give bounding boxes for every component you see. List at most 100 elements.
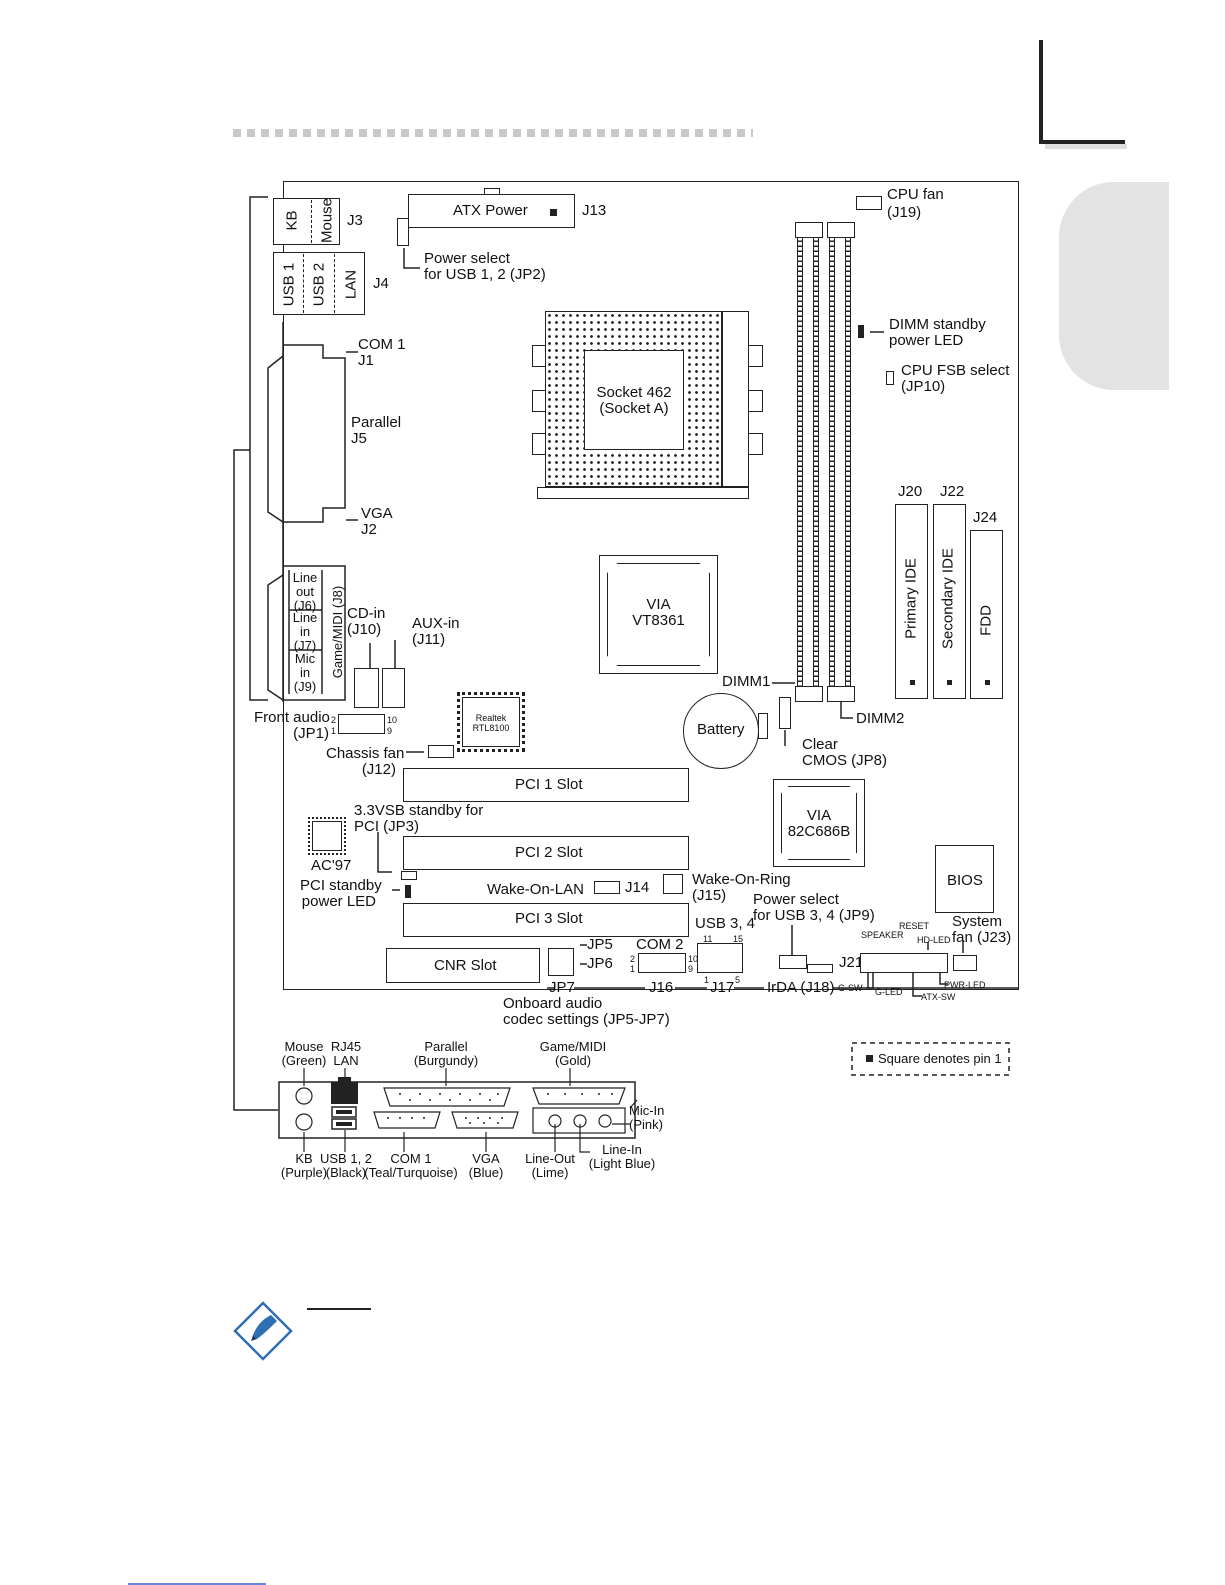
com2-pin2: 2 [630, 954, 636, 964]
dimm1-core [802, 236, 814, 688]
game-midi-j8-label: Game/MIDI (J8) [330, 585, 345, 679]
cpu-socket [545, 311, 722, 487]
io-parallel-label: Parallel(Burgundy) [413, 1039, 479, 1068]
jp8-jumper [779, 697, 791, 729]
ps2-divider [311, 200, 312, 243]
primary-ide-connector [895, 504, 928, 699]
jp5-label: JP5 [587, 936, 613, 953]
usb2-label: USB 2 [310, 262, 328, 307]
j1-label: J1 [358, 352, 374, 369]
cpu-socket-base [537, 487, 749, 499]
front-audio-header [338, 714, 385, 734]
chapter-tab [1059, 182, 1169, 390]
irda-label: IrDA (J18) [767, 979, 835, 996]
fa-pin2: 2 [331, 715, 337, 725]
usb-lan-div2 [334, 254, 335, 313]
atx-power-label: ATX Power [453, 202, 528, 219]
socket-tab-5 [749, 390, 763, 412]
jp7-label: JP7 [549, 979, 575, 996]
usb34-label: USB 3, 4 [695, 915, 756, 932]
aux-in-label: AUX-in(J11) [412, 615, 460, 648]
pci1-slot [403, 768, 689, 802]
usb34-header [697, 943, 743, 973]
note-underline [307, 1308, 371, 1310]
legend-text: Square denotes pin 1 [878, 1051, 1002, 1066]
dimm1-label: DIMM1 [722, 673, 771, 690]
io-mouse-label: Mouse(Green) [281, 1039, 327, 1068]
j21-label: J21 [839, 954, 864, 971]
bios-label: BIOS [947, 872, 983, 889]
io-line-in-label: Line-In(Light Blue) [588, 1142, 656, 1171]
socket-tab-1 [532, 345, 546, 367]
jp6-label: JP6 [587, 955, 613, 972]
socket-tab-4 [749, 345, 763, 367]
ide2-pin1 [947, 680, 952, 685]
j2-label: J2 [361, 521, 377, 538]
ps2-connector-j3 [273, 198, 340, 245]
io-usb-label: USB 1, 2(Black) [320, 1151, 373, 1180]
com2-label: COM 2 [636, 936, 684, 953]
fdd-label: FDD [977, 605, 995, 636]
cd-in-connector [354, 668, 379, 708]
j14-label: J14 [625, 879, 650, 896]
dimm-latch-4 [827, 686, 855, 702]
secondary-ide-connector [933, 504, 966, 699]
com1-label: COM 1 [358, 336, 406, 353]
legend-pin-square [866, 1055, 873, 1062]
usb1-label: USB 1 [280, 262, 298, 307]
system-fan-connector [953, 955, 977, 971]
dimm-latch-1 [795, 222, 823, 238]
fa-pin1: 1 [331, 726, 337, 736]
dimm-latch-3 [795, 686, 823, 702]
j4-label: J4 [373, 275, 389, 292]
dimm2-label: DIMM2 [856, 710, 905, 727]
g-sw-label: G-SW [838, 983, 863, 993]
j16-label: J16 [649, 979, 674, 996]
jp3-jumper [401, 871, 417, 880]
irda-connector [807, 964, 833, 973]
j13-label: J13 [582, 202, 607, 219]
hd-led-label: HD-LED [917, 935, 951, 945]
realtek-chip [457, 692, 525, 752]
com2-pin10: 10 [688, 954, 699, 964]
wake-ring-connector [663, 874, 683, 894]
fa-pin10: 10 [387, 715, 398, 725]
j21-header [860, 953, 948, 973]
j5-label: J5 [351, 430, 367, 447]
page-corner-mark [1037, 40, 1127, 150]
io-game-midi-label: Game/MIDI(Gold) [539, 1039, 607, 1068]
reset-label: RESET [899, 921, 930, 931]
jp9-jumper [779, 955, 807, 969]
jp2-jumper [397, 218, 409, 246]
vga-label: VGA [361, 505, 393, 522]
ac97-label: AC'97 [311, 857, 352, 874]
note-pencil-icon [233, 1301, 293, 1361]
cnr-slot [386, 948, 540, 983]
secondary-ide-label: Secondary IDE [939, 548, 957, 649]
cpu-fan-connector [856, 196, 882, 210]
wake-lan-connector [594, 881, 620, 894]
j3-label: J3 [347, 212, 363, 229]
ac97-chip [308, 817, 346, 855]
bios-chip [935, 845, 994, 913]
jp5-jp7-jumpers [548, 948, 574, 976]
usb-pin11: 11 [703, 934, 713, 944]
pci3-label: PCI 3 Slot [515, 910, 583, 927]
aux-in-connector [382, 668, 405, 708]
j17-label: J17 [710, 979, 735, 996]
jp10-label: CPU FSB select(JP10) [901, 362, 1010, 395]
primary-ide-label: Primary IDE [902, 558, 920, 639]
northbridge-die [607, 563, 710, 666]
header-dotted-bar [233, 129, 753, 137]
dimm2-core [834, 236, 846, 688]
wake-ring-label: Wake-On-Ring(J15) [692, 871, 791, 904]
